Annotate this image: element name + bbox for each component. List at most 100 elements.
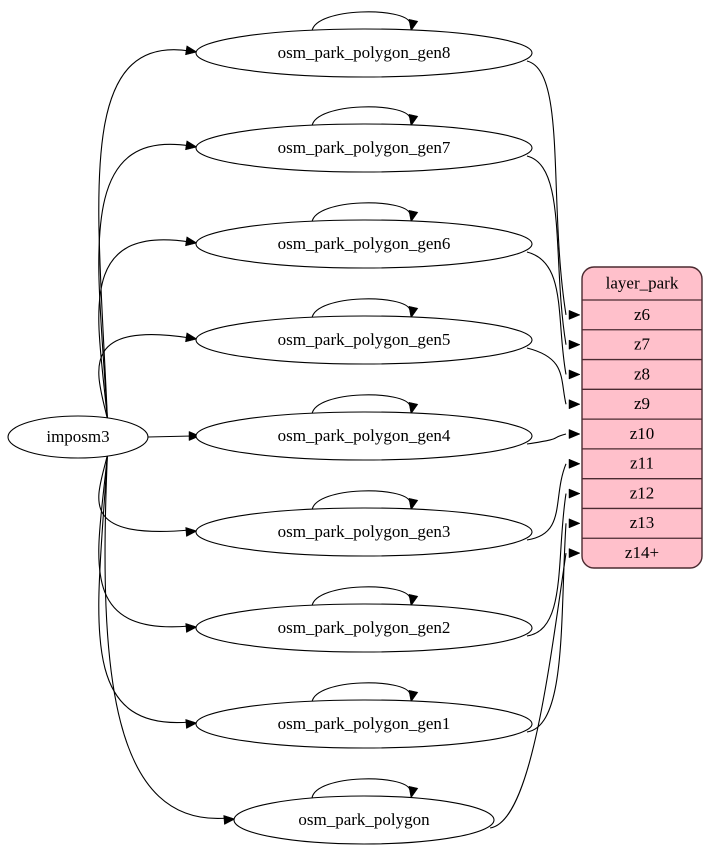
self-loop-layer (311, 11, 419, 799)
edge-imposm3-to-base (104, 454, 229, 819)
arrowhead-gen7-to-row-1 (568, 339, 581, 350)
node-gen3-label: osm_park_polygon_gen3 (278, 522, 451, 541)
node-imposm3-label: imposm3 (46, 427, 109, 446)
arrowhead-base-to-row-8 (568, 548, 581, 559)
edge-imposm3-to-gen4 (147, 435, 193, 438)
node-gen8-shape[interactable] (195, 28, 533, 78)
edge-imposm3-to-gen5 (98, 334, 191, 420)
arrowhead-imposm3-to-gen1 (185, 719, 198, 729)
arrowhead-gen8-to-row-0 (568, 309, 581, 320)
edge-imposm3-to-gen8 (98, 49, 191, 420)
node-gen1[interactable]: osm_park_polygon_gen1 (195, 699, 533, 749)
node-gen6-label: osm_park_polygon_gen6 (278, 234, 451, 253)
node-gen8-label: osm_park_polygon_gen8 (278, 43, 451, 62)
node-gen2-label: osm_park_polygon_gen2 (278, 618, 451, 637)
arrowhead-gen2-to-row-6 (568, 488, 581, 499)
layer-park-header-label: layer_park (606, 273, 679, 292)
edge-gen5-to-row-3 (526, 347, 567, 405)
self-loop-gen5 (311, 298, 411, 319)
node-gen4-label: osm_park_polygon_gen4 (278, 426, 451, 445)
node-gen5-shape[interactable] (195, 315, 533, 365)
node-gen1-shape[interactable] (195, 699, 533, 749)
layer-park-body (581, 266, 703, 569)
layer-park-row-z14+[interactable]: z14+ (625, 543, 659, 562)
arrowhead-imposm3-to-gen8 (185, 45, 198, 56)
arrowhead-self-loop-gen3 (408, 497, 419, 511)
node-base-shape[interactable] (233, 795, 495, 845)
edge-imposm3-to-gen7 (98, 143, 191, 420)
arrowhead-imposm3-to-gen4 (188, 431, 201, 441)
layer-park-row-z12[interactable]: z12 (630, 483, 655, 502)
node-base-label: osm_park_polygon (298, 810, 430, 829)
edge-gen7-to-row-1 (526, 155, 567, 345)
arrowhead-gen1-to-row-7 (568, 518, 581, 529)
node-base[interactable]: osm_park_polygon (233, 795, 495, 845)
self-loop-gen2 (311, 586, 411, 607)
edge-imposm3-to-gen2 (98, 454, 191, 628)
arrowhead-imposm3-to-base (223, 815, 236, 825)
layer-park-row-z8[interactable]: z8 (634, 364, 650, 383)
edge-base-to-row-8 (490, 553, 567, 829)
node-gen7-shape[interactable] (195, 123, 533, 173)
layer-park-row-z9[interactable]: z9 (634, 394, 650, 413)
self-loop-gen8 (311, 11, 411, 32)
edge-imposm3-to-gen1 (98, 454, 191, 724)
arrowhead-self-loop-gen2 (408, 593, 419, 607)
table-node-layer: layer_park z6 z7 z8 z9 z10 z11 z12 z13 z14+ (581, 266, 703, 569)
edge-gen3-to-row-5 (526, 463, 567, 541)
arrowhead-self-loop-gen7 (408, 113, 419, 127)
arrowhead-imposm3-to-gen2 (185, 623, 198, 633)
self-loop-gen6 (311, 202, 411, 223)
edge-gen1-to-row-7 (526, 523, 567, 733)
layer-park-row-z11[interactable]: z11 (630, 454, 654, 473)
edge-imposm3-to-gen3 (98, 454, 191, 532)
arrowhead-imposm3-to-gen7 (185, 140, 198, 151)
node-gen2-shape[interactable] (195, 603, 533, 653)
layer-park-row-z7[interactable]: z7 (634, 335, 651, 354)
edge-gen6-to-row-2 (526, 251, 567, 375)
node-gen3[interactable]: osm_park_polygon_gen3 (195, 507, 533, 557)
self-loop-gen1 (311, 682, 411, 703)
node-gen5-label: osm_park_polygon_gen5 (278, 330, 451, 349)
arrowhead-gen4-to-row-4 (568, 429, 581, 439)
node-gen5[interactable]: osm_park_polygon_gen5 (195, 315, 533, 365)
node-layer-park[interactable]: layer_park z6 z7 z8 z9 z10 z11 z12 z13 z14+ (581, 266, 703, 569)
node-gen6-shape[interactable] (195, 219, 533, 269)
layer-park-row-z6[interactable]: z6 (634, 305, 650, 324)
layer-park-row-z13[interactable]: z13 (630, 513, 655, 532)
node-layer: imposm3 osm_park_polygon_gen8 osm_park_pol… (7, 28, 533, 845)
self-loop-gen3 (311, 490, 411, 511)
arrowhead-self-loop-gen5 (408, 305, 419, 319)
edge-gen4-to-row-4 (526, 433, 567, 445)
node-gen4-shape[interactable] (195, 411, 533, 461)
node-gen2[interactable]: osm_park_polygon_gen2 (195, 603, 533, 653)
edge-layer (98, 45, 581, 829)
arrowhead-imposm3-to-gen5 (185, 332, 198, 343)
arrowhead-gen3-to-row-5 (568, 458, 581, 469)
arrowhead-self-loop-gen6 (408, 209, 419, 223)
self-loop-gen4 (311, 394, 411, 415)
node-gen3-shape[interactable] (195, 507, 533, 557)
node-gen7[interactable]: osm_park_polygon_gen7 (195, 123, 533, 173)
edge-gen8-to-row-0 (526, 60, 567, 315)
node-gen6[interactable]: osm_park_polygon_gen6 (195, 219, 533, 269)
node-gen4[interactable]: osm_park_polygon_gen4 (195, 411, 533, 461)
arrowhead-self-loop-base (408, 785, 419, 799)
self-loop-gen7 (311, 106, 411, 127)
node-gen8[interactable]: osm_park_polygon_gen8 (195, 28, 533, 78)
node-imposm3[interactable]: imposm3 (7, 415, 149, 459)
arrowhead-self-loop-gen4 (408, 401, 419, 415)
arrowhead-imposm3-to-gen3 (185, 527, 198, 537)
arrowhead-self-loop-gen8 (408, 18, 419, 32)
arrowhead-self-loop-gen1 (408, 689, 419, 703)
edge-imposm3-to-gen6 (98, 239, 191, 420)
node-gen7-label: osm_park_polygon_gen7 (278, 138, 451, 157)
self-loop-base (311, 778, 411, 799)
node-imposm3-shape[interactable] (7, 415, 149, 459)
arrowhead-imposm3-to-gen6 (185, 236, 198, 247)
node-gen1-label: osm_park_polygon_gen1 (278, 714, 451, 733)
edge-gen2-to-row-6 (526, 493, 567, 637)
layer-park-row-z10[interactable]: z10 (630, 424, 655, 443)
